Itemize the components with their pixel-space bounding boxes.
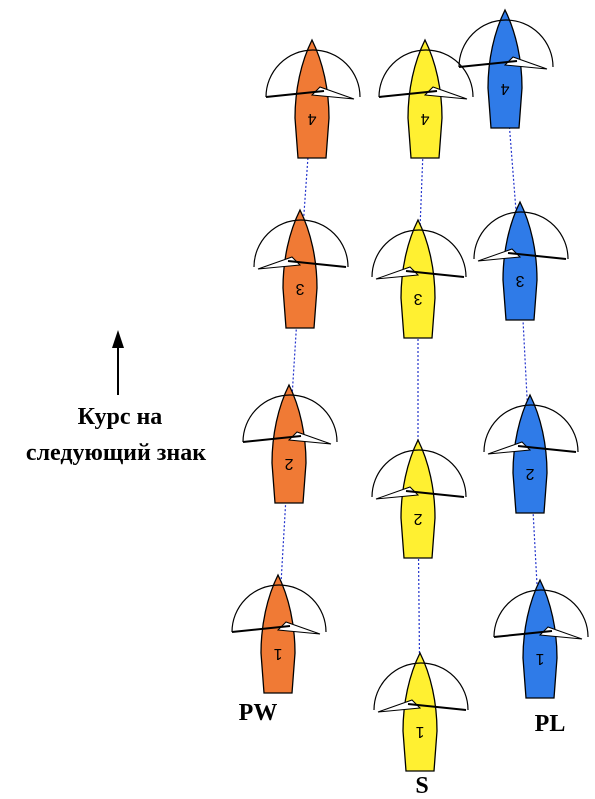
boat-number: 1 [273, 645, 282, 662]
arc [231, 584, 327, 633]
hull [260, 573, 296, 694]
boom [407, 703, 467, 711]
boat-number: 3 [413, 290, 422, 307]
boat-s-4: 4 [378, 38, 474, 159]
boom [517, 445, 577, 453]
arc [493, 589, 589, 638]
boat-number: 1 [415, 723, 424, 740]
track-line-pw [277, 99, 313, 636]
boom [242, 435, 302, 443]
boat-number: 4 [420, 110, 429, 127]
boat-number: 3 [515, 272, 524, 289]
hull [522, 578, 558, 699]
hull [294, 38, 330, 159]
caption-line-2: следующий знак [26, 440, 206, 466]
boat-number: 3 [295, 280, 304, 297]
boat-pw-3: 3 [253, 208, 349, 329]
hull [487, 8, 523, 129]
hull [400, 218, 436, 339]
boats: 1 2 3 4 1 2 3 4 1 2 3 4 [231, 8, 589, 772]
boom [265, 90, 325, 98]
boom [507, 252, 567, 260]
boat-number: 2 [525, 465, 534, 482]
boat-pw-2: 2 [242, 383, 338, 504]
hull [402, 651, 438, 772]
track-line-s [417, 99, 426, 714]
boat-s-2: 2 [371, 438, 467, 559]
boom [458, 60, 518, 68]
hull [271, 383, 307, 504]
arc [473, 211, 569, 260]
boat-pl-1: 1 [493, 578, 589, 699]
boat-number: 1 [535, 650, 544, 667]
hull [502, 200, 538, 321]
boat-pw-4: 4 [265, 38, 361, 159]
boat-number: 4 [500, 80, 509, 97]
hull [282, 208, 318, 329]
track-lines [277, 69, 541, 714]
arc [373, 662, 469, 711]
boom [493, 630, 553, 638]
arc [458, 19, 554, 68]
boom [405, 270, 465, 278]
arc [371, 449, 467, 498]
hull [512, 393, 548, 514]
boat-number: 2 [284, 455, 293, 472]
boom [231, 625, 291, 633]
boom [287, 260, 347, 268]
boat-number: 2 [413, 510, 422, 527]
arc [371, 229, 467, 278]
boat-s-3: 3 [371, 218, 467, 339]
arc [242, 394, 338, 443]
boat-pw-1: 1 [231, 573, 327, 694]
fleet-label-s: S [415, 773, 428, 799]
course-arrow [112, 330, 124, 395]
boat-pl-3: 3 [473, 200, 569, 321]
boom [405, 490, 465, 498]
boom [378, 90, 438, 98]
arc [378, 49, 474, 98]
boat-pl-2: 2 [483, 393, 579, 514]
fleet-label-pw: PW [239, 700, 278, 726]
arc [265, 49, 361, 98]
boat-s-1: 1 [373, 651, 469, 772]
track-line-pl [504, 69, 541, 641]
arc [483, 404, 579, 453]
arc [253, 219, 349, 268]
caption-line-1: Курс на [78, 404, 163, 430]
fleet-label-pl: PL [535, 711, 566, 737]
boat-number: 4 [307, 110, 316, 127]
hull [407, 38, 443, 159]
boat-pl-4: 4 [458, 8, 554, 129]
hull [400, 438, 436, 559]
